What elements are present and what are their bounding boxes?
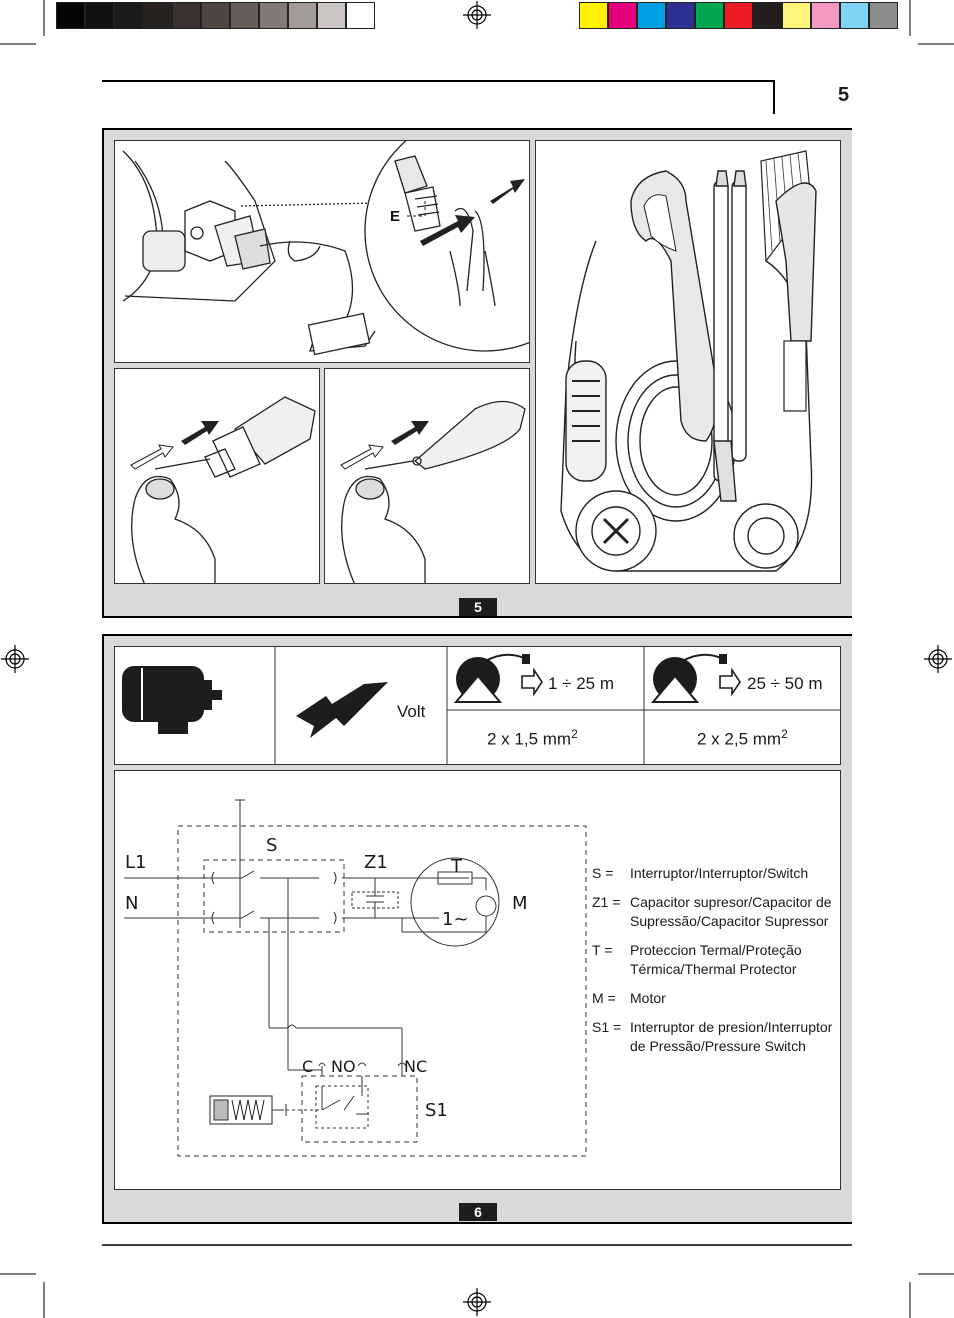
gray-swatch [346, 2, 375, 29]
registration-mark-bottom [463, 1288, 491, 1316]
color-swatch [637, 2, 666, 29]
color-swatch [724, 2, 753, 29]
gray-swatch [288, 2, 317, 29]
section-2-5: 2 x 2,5 mm2 [697, 727, 788, 750]
color-swatch [869, 2, 898, 29]
legend-value: Motor [630, 990, 666, 1006]
panel-pressure-washer [535, 140, 841, 584]
label-s: S [266, 835, 278, 856]
label-m: M [512, 893, 528, 914]
pressure-washer-illustration [560, 150, 817, 572]
range-1-25m: 1 ÷ 25 m [548, 674, 615, 693]
legend-value: Proteccion Termal/Proteção Térmica/Therm… [630, 942, 802, 977]
arrow-icon [420, 215, 475, 246]
registration-mark-top [463, 1, 491, 29]
label-c: C [302, 1057, 314, 1076]
color-swatch [840, 2, 869, 29]
label-no: NO [331, 1057, 356, 1076]
gray-swatch [317, 2, 346, 29]
cable-reel-icon [453, 653, 543, 703]
section-1-5-text: 2 x 1,5 mm [487, 729, 572, 749]
label-t: T [451, 856, 462, 877]
callout-e-label: E [390, 208, 400, 225]
gray-swatch [259, 2, 288, 29]
cable-table-grid [122, 646, 841, 765]
gray-swatch [85, 2, 114, 29]
color-swatch [782, 2, 811, 29]
registration-mark-right [924, 645, 952, 673]
label-z1: Z1 [364, 852, 388, 873]
gray-swatch [56, 2, 85, 29]
legend-row: M = Motor [592, 989, 842, 1008]
color-swatch [695, 2, 724, 29]
panel-nozzle-cleaning-2 [324, 368, 530, 584]
superscript: 2 [781, 727, 788, 741]
wiring-diagram [124, 799, 587, 1157]
color-swatch [811, 2, 840, 29]
legend-value: Interruptor de presion/Interruptor de Pr… [630, 1019, 833, 1054]
gray-swatch [172, 2, 201, 29]
arrow-right-icon [521, 667, 543, 697]
color-swatch [608, 2, 637, 29]
gray-swatch [143, 2, 172, 29]
superscript: 2 [571, 727, 578, 741]
color-swatch [579, 2, 608, 29]
label-n: N [125, 893, 139, 914]
arrow-right-icon [719, 667, 741, 697]
cable-reel-icon [650, 653, 741, 703]
legend-row: S1 = Interruptor de presion/Interruptor d… [592, 1018, 842, 1056]
color-swatch [753, 2, 782, 29]
section-2-5-text: 2 x 2,5 mm [697, 729, 782, 749]
section-1-5: 2 x 1,5 mm2 [487, 727, 578, 750]
color-swatch [666, 2, 695, 29]
label-nc: NC [404, 1057, 428, 1076]
label-s1: S1 [425, 1100, 448, 1121]
nozzle-cleaning-illustration-2 [340, 400, 526, 583]
label-l1: L1 [125, 852, 147, 873]
component-legend: S = Interruptor/Interruptor/Switch Z1 = Cap… [592, 864, 842, 1066]
legend-row: S = Interruptor/Interruptor/Switch [592, 864, 842, 883]
panel-nozzle-cleaning-1 [114, 368, 320, 584]
range-25-50m: 25 ÷ 50 m [747, 674, 823, 693]
legend-key: S1 = [592, 1019, 622, 1035]
page-number: 5 [838, 84, 850, 106]
legend-value: Interruptor/Interruptor/Switch [630, 865, 809, 881]
volt-label: Volt [397, 702, 426, 721]
figure-6-label: 6 [459, 1203, 497, 1221]
motor-icon [122, 666, 222, 734]
legend-value: Capacitor supresor/Capacitor de Supressã… [630, 894, 832, 929]
legend-key: S = [592, 865, 614, 881]
figure-5-label: 5 [459, 598, 497, 616]
legend-key: M = [592, 990, 616, 1006]
voltage-lightning-icon [296, 682, 388, 738]
label-motor-single-phase: 1~ [442, 909, 469, 930]
registration-mark-left [1, 645, 29, 673]
legend-key: T = [592, 942, 613, 958]
panel-lance-connection: E [114, 140, 530, 363]
gray-swatch [201, 2, 230, 29]
gray-swatch [230, 2, 259, 29]
lance-connection-illustration: E [122, 141, 529, 356]
gray-swatch [114, 2, 143, 29]
legend-row: Z1 = Capacitor supresor/Capacitor de Supr… [592, 893, 842, 931]
legend-key: Z1 = [592, 894, 621, 910]
nozzle-cleaning-illustration-1 [130, 396, 316, 583]
legend-row: T = Proteccion Termal/Proteção Térmica/Th… [592, 941, 842, 979]
